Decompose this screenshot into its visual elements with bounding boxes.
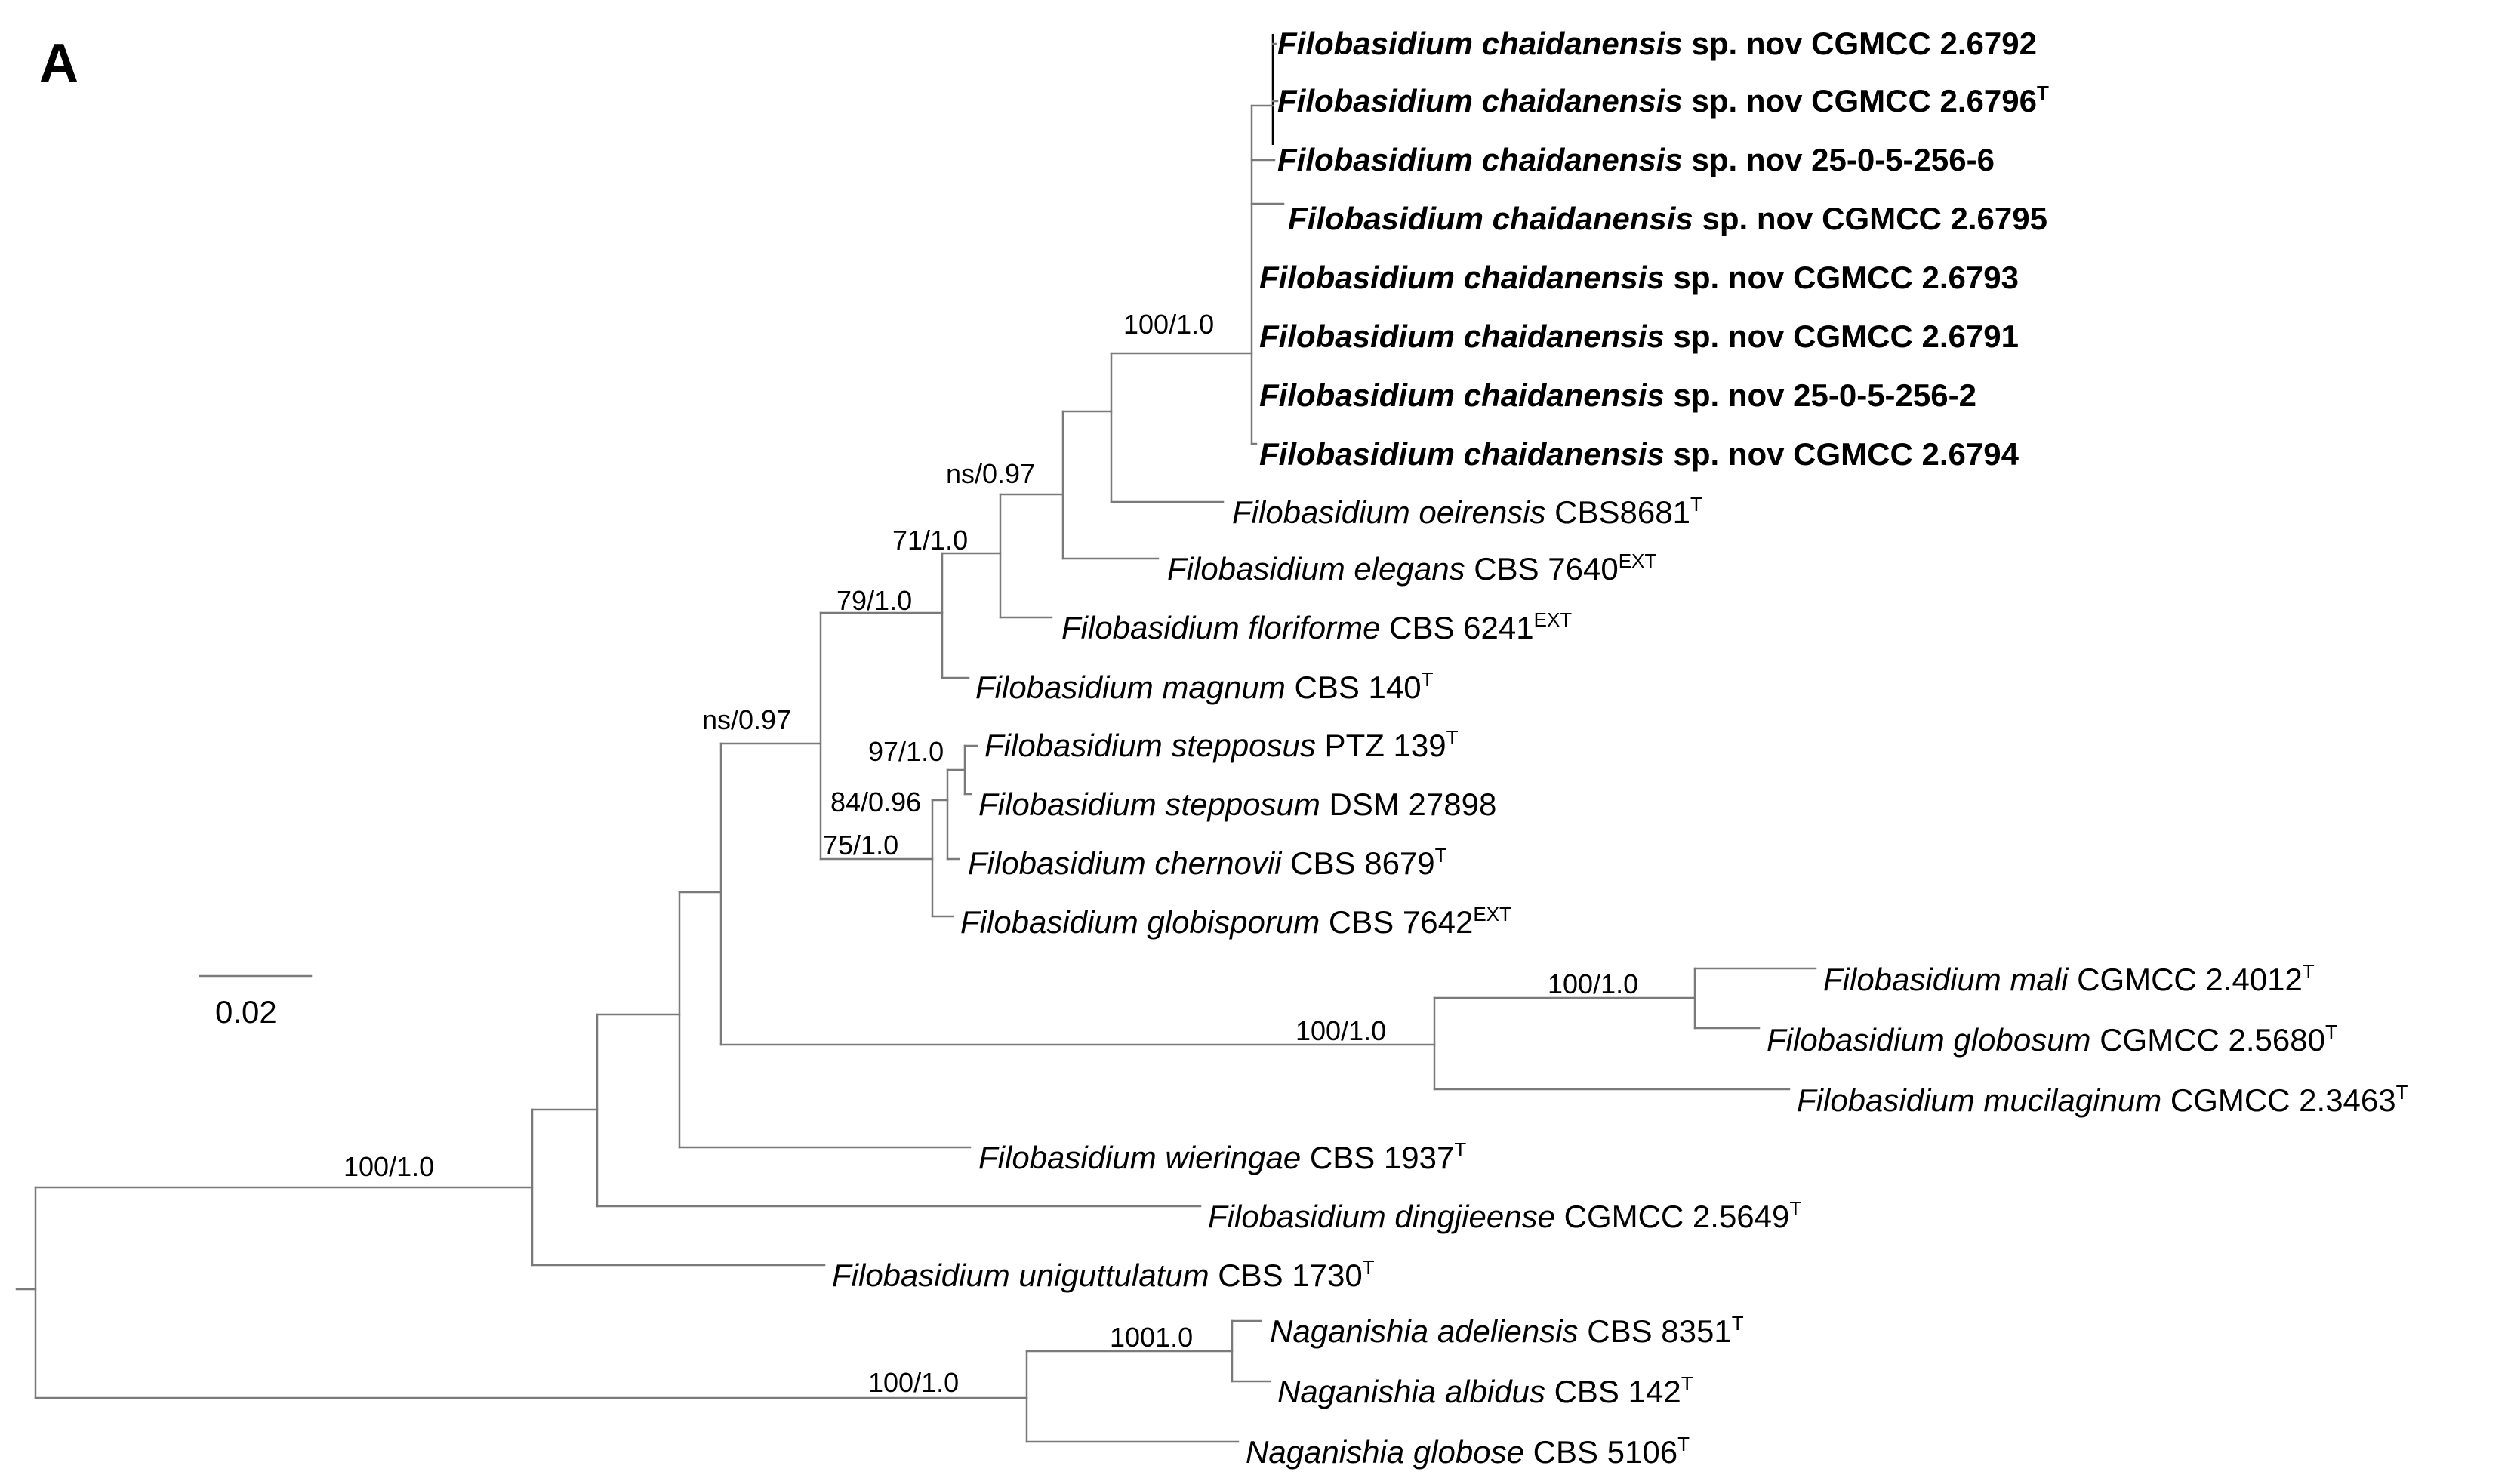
taxon-label: Filobasidium wieringae CBS 1937T	[978, 1138, 1466, 1175]
support-filobasidium: 100/1.0	[344, 1151, 434, 1182]
support-node-e: 100/1.0	[1295, 1015, 1386, 1046]
support-node-k: ns/0.97	[702, 704, 791, 735]
support-node-p: 1001.0	[1110, 1322, 1193, 1353]
taxon-label: Filobasidium chaidanensis sp. nov CGMCC …	[1277, 26, 2037, 61]
taxon-label: Filobasidium uniguttulatum CBS 1730T	[832, 1256, 1375, 1293]
support-node-f: 100/1.0	[1548, 968, 1638, 999]
panel-label: A	[39, 33, 79, 94]
taxon-label: Naganishia albidus CBS 142T	[1277, 1372, 1693, 1409]
taxon-label: Filobasidium chaidanensis sp. nov CGMCC …	[1277, 82, 2049, 119]
support-node-n: ns/0.97	[946, 458, 1035, 489]
support-naganishia: 100/1.0	[868, 1367, 959, 1398]
taxon-label: Filobasidium floriforme CBS 6241EXT	[1061, 608, 1572, 645]
support-node-j: 97/1.0	[868, 736, 944, 767]
taxon-label: Naganishia globose CBS 5106T	[1246, 1433, 1690, 1470]
support-node-h: 75/1.0	[823, 830, 898, 861]
taxon-label: Naganishia adeliensis CBS 8351T	[1270, 1312, 1744, 1349]
support-node-m: 71/1.0	[892, 525, 968, 556]
taxon-label: Filobasidium chaidanensis sp. nov 25-0-5…	[1277, 142, 1995, 177]
taxon-label: Filobasidium magnum CBS 140T	[975, 668, 1434, 705]
scale-bar: 0.02	[199, 974, 313, 1030]
taxon-label: Filobasidium mucilaginum CGMCC 2.3463T	[1797, 1081, 2408, 1118]
taxon-label: Filobasidium stepposus PTZ 139T	[984, 726, 1459, 763]
support-values: 100/1.0 ns/0.97 71/1.0 79/1.0 ns/0.97 97…	[344, 309, 1638, 1398]
support-chaidanensis: 100/1.0	[1123, 309, 1214, 340]
taxon-label: Filobasidium dingjieense CGMCC 2.5649T	[1208, 1197, 1801, 1234]
tree-branches	[15, 34, 1817, 1443]
taxon-label: Filobasidium chaidanensis sp. nov CGMCC …	[1259, 319, 2019, 354]
taxon-labels: Filobasidium chaidanensis sp. nov CGMCC …	[832, 26, 2408, 1470]
taxon-label: Filobasidium elegans CBS 7640EXT	[1167, 550, 1656, 587]
support-node-i: 84/0.96	[830, 787, 921, 817]
taxon-label: Filobasidium chaidanensis sp. nov CGMCC …	[1288, 201, 2047, 236]
taxon-label: Filobasidium chaidanensis sp. nov CGMCC …	[1259, 260, 2019, 295]
support-node-l: 79/1.0	[836, 585, 912, 616]
taxon-label: Filobasidium chernovii CBS 8679T	[968, 844, 1447, 881]
taxon-label: Filobasidium stepposum DSM 27898	[978, 787, 1496, 822]
taxon-label: Filobasidium globisporum CBS 7642EXT	[960, 903, 1511, 940]
taxon-label: Filobasidium oeirensis CBS8681T	[1232, 493, 1702, 530]
taxon-label: Filobasidium mali CGMCC 2.4012T	[1823, 960, 2315, 997]
taxon-label: Filobasidium globosum CGMCC 2.5680T	[1767, 1021, 2337, 1058]
taxon-label: Filobasidium chaidanensis sp. nov 25-0-5…	[1259, 377, 1976, 413]
scale-bar-label: 0.02	[215, 994, 277, 1030]
taxon-label: Filobasidium chaidanensis sp. nov CGMCC …	[1259, 436, 2019, 472]
